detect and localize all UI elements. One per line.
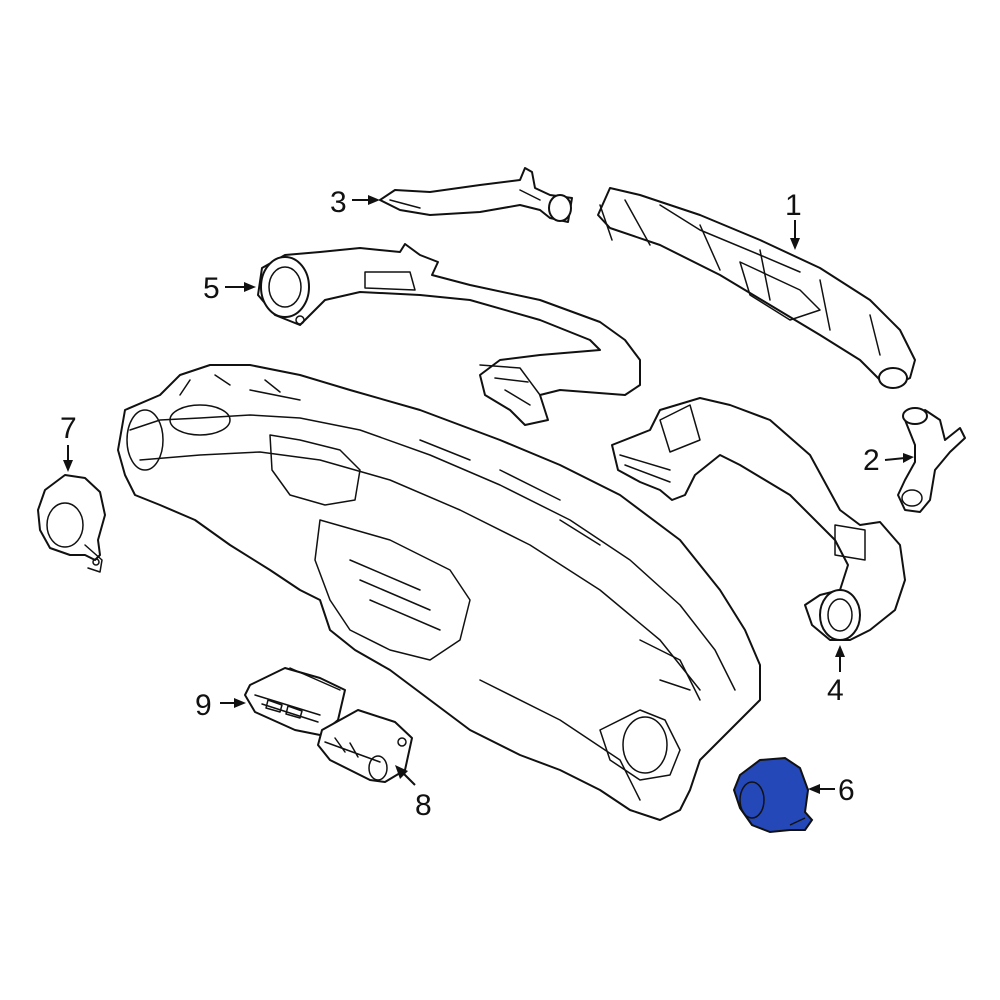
svg-text:5: 5 <box>203 272 220 305</box>
part-5-long-duct[interactable] <box>257 243 641 426</box>
callout-1: 1 <box>785 189 802 250</box>
svg-text:2: 2 <box>863 444 880 477</box>
part-8-vent[interactable] <box>317 709 413 783</box>
callout-6: 6 <box>808 774 855 807</box>
svg-text:7: 7 <box>60 412 77 445</box>
part-3-upper-duct[interactable] <box>379 167 573 223</box>
callout-9: 9 <box>195 689 246 722</box>
dashboard-assembly <box>117 364 761 821</box>
svg-text:8: 8 <box>415 789 432 822</box>
part-2-side-duct[interactable] <box>897 407 966 513</box>
callout-5: 5 <box>203 272 256 305</box>
part-4-right-duct[interactable] <box>611 397 906 641</box>
part-6-right-vent-highlighted[interactable] <box>732 756 814 834</box>
callout-2: 2 <box>863 444 914 477</box>
part-1-defroster-duct[interactable] <box>597 187 916 389</box>
svg-text:4: 4 <box>827 674 844 707</box>
svg-text:3: 3 <box>330 186 347 219</box>
part-7-left-vent[interactable] <box>37 474 106 573</box>
callout-7: 7 <box>60 412 77 472</box>
svg-text:1: 1 <box>785 189 802 222</box>
callout-3: 3 <box>330 186 380 219</box>
svg-text:9: 9 <box>195 689 212 722</box>
callout-4: 4 <box>827 645 845 707</box>
callout-8: 8 <box>395 765 432 822</box>
svg-text:6: 6 <box>838 774 855 807</box>
